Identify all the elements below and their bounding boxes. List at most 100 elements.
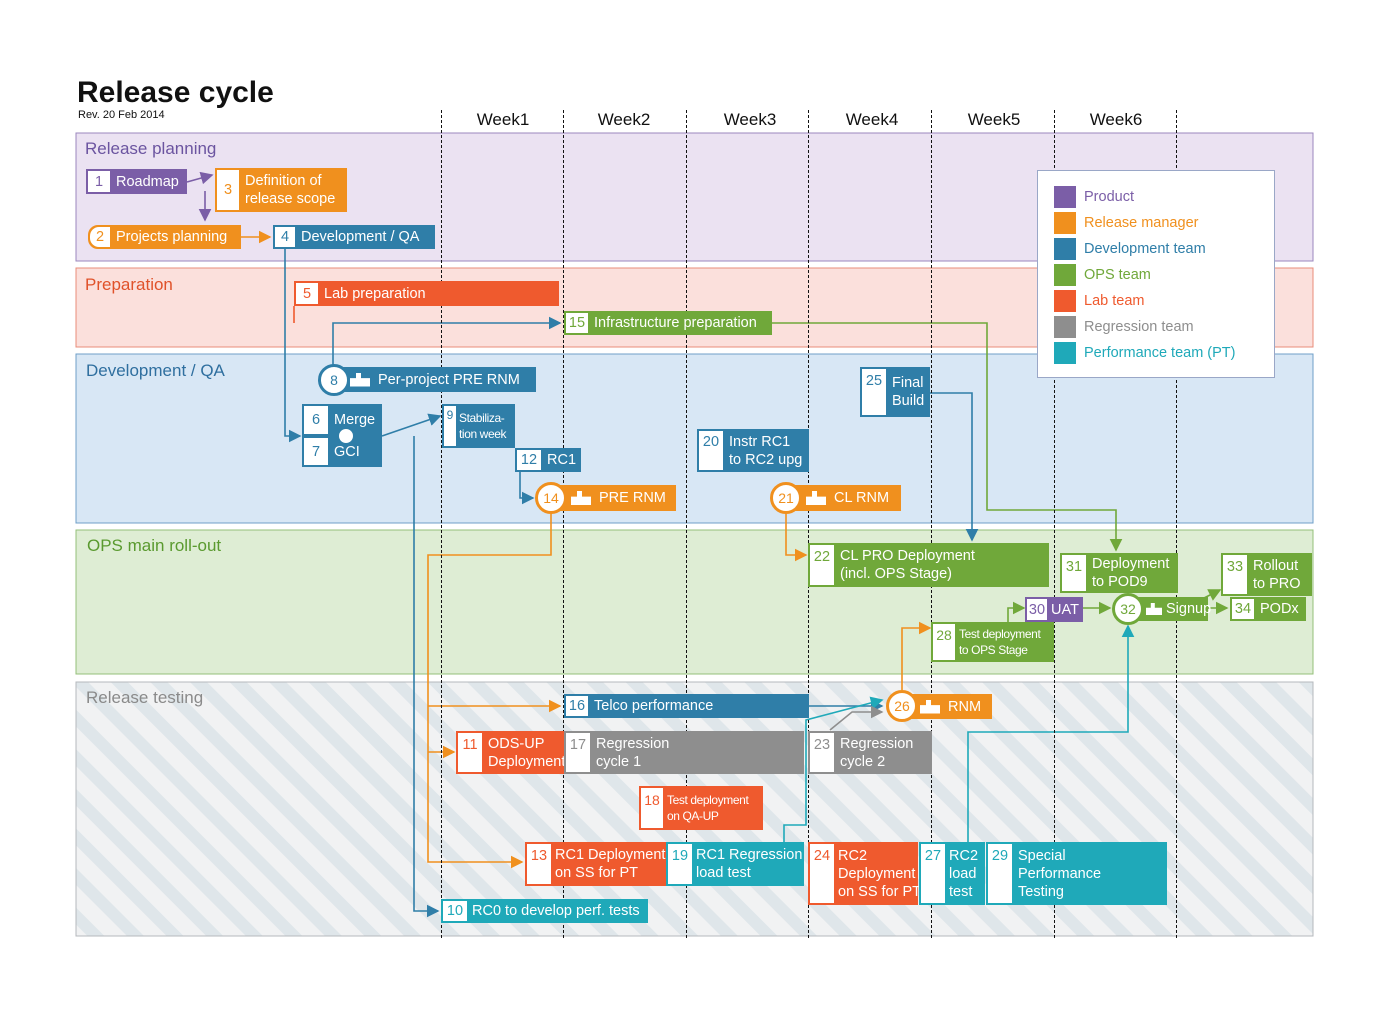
lane-label-testing: Release testing [86, 688, 204, 707]
task-label-line: release scope [245, 191, 336, 207]
legend: Product Release manager Development team… [1037, 170, 1275, 378]
task-label: PODx [1260, 601, 1299, 617]
task-15-infrastructure-preparation[interactable]: 15 Infrastructure preparation [564, 311, 772, 335]
week-header-2: Week2 [597, 110, 651, 129]
lane-label-preparation: Preparation [85, 275, 173, 294]
lane-label-devqa: Development / QA [86, 361, 225, 380]
task-number: 19 [668, 844, 692, 884]
task-14-number-circle[interactable]: 14 [535, 482, 567, 514]
legend-label: Release manager [1084, 215, 1199, 231]
legend-swatch [1054, 342, 1076, 364]
task-8-number-circle[interactable]: 8 [318, 364, 350, 396]
legend-item: Development team [1054, 238, 1206, 260]
revision-date: Rev. 20 Feb 2014 [78, 109, 165, 121]
task-label: Roadmap [116, 173, 179, 190]
task-number: 27 [921, 844, 945, 903]
week-header-3: Week3 [723, 110, 777, 129]
task-label: Signup [1130, 599, 1217, 619]
task-label-line: tion week [459, 427, 507, 441]
task-number: 1 [88, 171, 110, 192]
task-label-line: on QA-UP [667, 809, 719, 823]
page-title: Release cycle [77, 76, 274, 109]
task-label: Test deployment on QA-UP [663, 788, 752, 828]
task-19-rc1-regression-load-test[interactable]: 19 RC1 Regression load test [666, 842, 804, 886]
task-26-number-circle[interactable]: 26 [886, 690, 918, 722]
week-header-6: Week6 [1089, 110, 1143, 129]
task-number: 11 [458, 733, 482, 772]
task-label-line: (incl. OPS Stage) [840, 566, 953, 582]
task-label-line: to POD9 [1092, 574, 1148, 590]
task-21-cl-rnm[interactable]: CL RNM [786, 485, 901, 511]
team-icon [1146, 603, 1162, 615]
task-5-lab-preparation[interactable]: 5 Lab preparation [294, 281, 559, 306]
task-label-line: Test deployment [667, 793, 749, 807]
task-label-line: Special [1018, 847, 1066, 864]
task-label: CL PRO Deployment(incl. OPS Stage) [834, 545, 981, 585]
task-label-line: load [949, 865, 977, 882]
task-1-roadmap[interactable]: 1 Roadmap [86, 169, 187, 194]
task-4-development-qa[interactable]: 4 Development / QA [273, 225, 435, 249]
task-label: RC1 Regression load test [692, 844, 806, 884]
task-label-line: Deployment [838, 865, 916, 882]
task-14-pre-rnm[interactable]: PRE RNM [551, 485, 676, 511]
task-label-line: RC1 Regression [696, 847, 803, 863]
task-8-per-project-pre-rnm[interactable]: Per-project PRE RNM [340, 367, 536, 392]
task-number: 33 [1223, 555, 1247, 594]
task-number: 17 [566, 733, 590, 772]
task-16-telco-performance[interactable]: 16 Telco performance [564, 694, 809, 718]
task-label-line: cycle 1 [596, 753, 642, 770]
task-label-line: Performance [1018, 865, 1102, 882]
legend-swatch [1054, 290, 1076, 312]
task-label: Stabiliza-tion week [456, 406, 509, 446]
legend-label: Lab team [1084, 293, 1145, 309]
task-21-number-circle[interactable]: 21 [770, 482, 802, 514]
legend-swatch [1054, 186, 1076, 208]
task-label-line: Testing [1018, 883, 1064, 900]
task-number: 23 [810, 733, 834, 772]
task-label-line: Rollout [1253, 557, 1299, 574]
task-label: GCI [334, 443, 360, 460]
task-number: 13 [527, 844, 551, 884]
task-12-rc1[interactable]: 12 RC1 [515, 448, 581, 472]
task-number: 29 [988, 844, 1012, 903]
task-32-number-circle[interactable]: 32 [1112, 593, 1144, 625]
task-label-line: cycle 2 [840, 753, 886, 770]
lane-label-planning: Release planning [85, 139, 217, 158]
task-label-line: ODS-UP [488, 735, 545, 752]
week-header-4: Week4 [845, 110, 899, 129]
task-label-line: to RC2 upg [729, 451, 803, 468]
task-34-podx[interactable]: 34 PODx [1230, 597, 1306, 621]
task-10-rc0-to-develop-perf-tests[interactable]: 10 RC0 to develop perf. tests [441, 899, 648, 923]
task-label-line: RC2 [838, 847, 868, 864]
week-divider [808, 110, 809, 938]
legend-item: Release manager [1054, 212, 1198, 234]
week-divider [931, 110, 932, 938]
task-30-uat[interactable]: 30 UAT [1025, 597, 1083, 622]
legend-item: Product [1054, 186, 1134, 208]
task-2-projects-planning[interactable]: 2 Projects planning [88, 225, 241, 249]
task-label-text: RNM [948, 698, 982, 715]
task-9-stabilization-week[interactable]: 9 Stabiliza-tion week [442, 404, 515, 448]
task-label-line: load test [696, 865, 751, 881]
task-22-cl-pro-deployment[interactable]: 22 CL PRO Deployment(incl. OPS Stage) [808, 543, 1049, 587]
